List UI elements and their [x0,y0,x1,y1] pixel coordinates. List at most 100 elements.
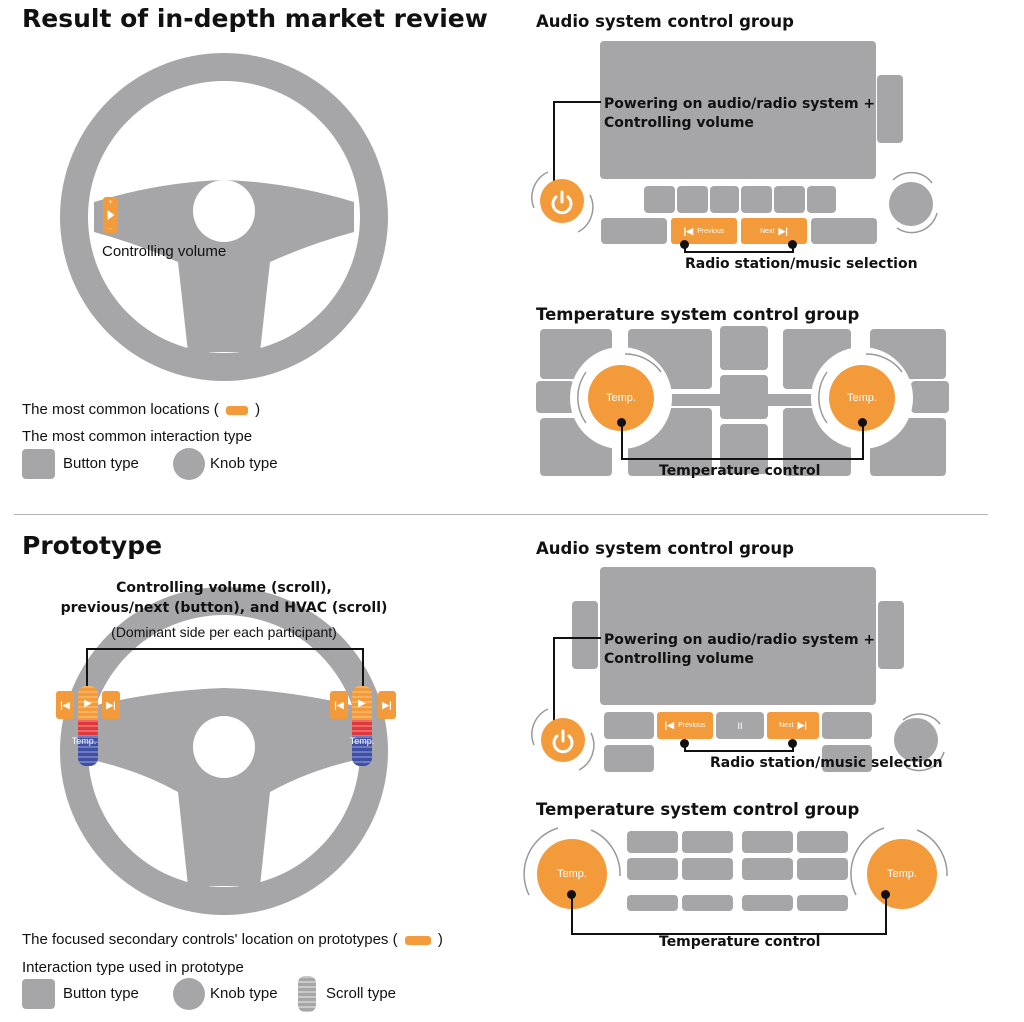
bottom-audio-display [600,567,876,705]
top-power-connector-h [553,101,601,103]
pause-icon: II [737,720,743,731]
bottom-temp-button [627,895,678,911]
proto-left-previous-button: |◀ [56,691,74,719]
top-previous-label: Previous [697,227,725,235]
proto-right-scroll-wheel: ▶ [352,686,372,766]
top-previous-button: |◀Previous [671,218,737,244]
top-preset-button [774,186,805,213]
bottom-temp-label: Temperature control [659,934,821,950]
proto-right-previous-button: |◀ [330,691,348,719]
top-right-knob [889,182,933,226]
next-icon: ▶| [778,225,788,236]
bottom-temp-button [742,831,793,853]
top-lower-button [601,218,667,244]
legend-knob-swatch [173,978,205,1010]
bottom-temp-button [627,831,678,853]
legend-button-swatch [22,449,55,479]
bottom-radio-connector [792,743,794,751]
top-radio-label: Radio station/music selection [685,256,918,272]
top-preset-button [741,186,772,213]
bottom-previous-button: |◀Previous [657,712,713,739]
bottom-temp-connector [885,894,887,934]
bottom-radio-connector [684,750,794,752]
bottom-temp-group-title: Temperature system control group [536,800,860,819]
legend-prototype-interaction-type: Interaction type used in prototype [22,959,244,976]
proto-left-scroll-label: Temp. [71,736,97,746]
legend-button-type: Button type [63,985,139,1002]
proto-left-scroll-wheel: ▶ [78,686,98,766]
bottom-power-connector-h [553,637,601,639]
section-divider [14,514,988,515]
wheel-volume-control: + - [103,197,118,233]
legend-button-type: Button type [63,455,139,472]
legend-common-locations-text: The most common locations ( [22,401,219,418]
bottom-next-label: Next [779,722,794,729]
top-temp-connector [862,422,864,459]
play-icon: ▶ [78,686,98,720]
bottom-audio-group-title: Audio system control group [536,539,794,558]
prototype-wheel-caption-line2: previous/next (button), and HVAC (scroll… [60,600,388,616]
top-preset-button [644,186,675,213]
bottom-lower-button [604,712,654,739]
bottom-temp-connector [571,933,887,935]
top-audio-power-label-line1: Powering on audio/radio system + [604,96,876,112]
prototype-wheel-caption-line1: Controlling volume (scroll), [116,580,332,596]
svg-text:+: + [108,199,113,206]
bottom-temp-button [797,895,848,911]
next-icon: ▶| [797,720,807,730]
bottom-audio-power-label-line1: Powering on audio/radio system + [604,632,876,648]
market-review-title: Result of in-depth market review [22,4,488,33]
previous-icon: |◀ [334,699,344,710]
bottom-right-knob [894,718,938,762]
prototype-bracket-right [362,648,364,686]
prototype-bracket-top [86,648,364,650]
top-power-knob [540,179,584,223]
previous-icon: |◀ [664,720,675,730]
bottom-temp-button [742,895,793,911]
bottom-previous-label: Previous [678,722,706,729]
bottom-audio-right-side-button [878,601,904,669]
bottom-audio-left-side-button [572,601,598,669]
bottom-temp-button [742,858,793,880]
bottom-temp-button [797,831,848,853]
bottom-temp-button [627,858,678,880]
bottom-next-button: Next▶| [767,712,819,739]
top-radio-connector [792,244,794,252]
top-radio-connector [684,244,686,252]
top-temp-connector [621,458,864,460]
top-next-label: Next [760,227,775,235]
previous-icon: |◀ [60,699,70,710]
wheel-volume-label: Controlling volume [102,243,227,260]
bottom-lower-button [822,712,872,739]
prototype-bracket-left [86,648,88,686]
legend-orange-swatch [225,405,248,415]
legend-scroll-swatch [298,976,316,1012]
top-temp-connector [621,422,623,459]
bottom-radio-connector [684,743,686,751]
play-icon: ▶ [352,686,372,720]
legend-button-swatch [22,979,55,1009]
bottom-temp-button [682,895,733,911]
top-temp-label: Temperature control [659,463,821,479]
legend-knob-swatch [173,448,205,480]
svg-text:-: - [109,225,111,232]
top-audio-group-title: Audio system control group [536,12,794,31]
bottom-temp-button [682,831,733,853]
legend-focused-locations: The focused secondary controls' location… [22,931,443,948]
legend-orange-swatch [404,935,431,945]
legend-focused-locations-close: ) [437,931,443,948]
legend-interaction-type: The most common interaction type [22,428,253,445]
legend-focused-locations-text: The focused secondary controls' location… [22,931,398,948]
top-power-connector-v [553,101,555,196]
previous-icon: |◀ [683,225,694,236]
bottom-temp-connector [571,894,573,934]
top-audio-power-label-line2: Controlling volume [604,115,754,131]
bottom-right-temp-knob: Temp. [867,839,937,909]
legend-common-locations: The most common locations ( ) [22,401,260,418]
bottom-temp-button [797,858,848,880]
prototype-title: Prototype [22,531,163,560]
bottom-power-knob [541,718,585,762]
top-audio-side-button [877,75,903,143]
bottom-audio-power-label: Powering on audio/radio system + Control… [604,631,875,669]
top-preset-button [710,186,739,213]
